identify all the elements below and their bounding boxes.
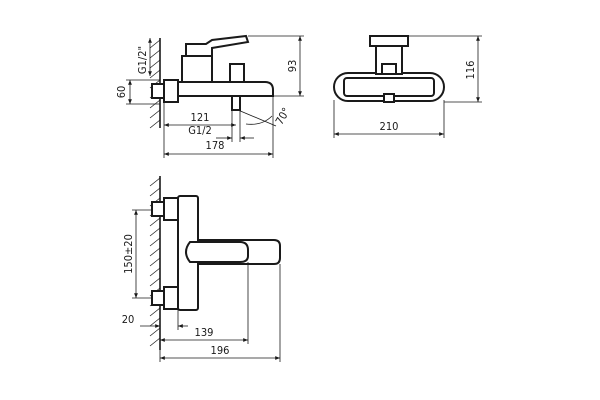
dim-label-60: 60 <box>115 86 128 99</box>
eccentric-nut <box>151 83 165 99</box>
outlet <box>231 95 241 111</box>
dim-label-150: 150±20 <box>122 234 135 274</box>
dim-label-g12-quote: G1/2" <box>136 46 149 74</box>
dim-label-178: 178 <box>206 139 225 152</box>
lever-handle <box>185 34 250 57</box>
lower-escutcheon <box>163 286 179 310</box>
angle-line <box>237 109 277 127</box>
upper-escutcheon <box>163 197 179 221</box>
dim-label-g12: G1/2 <box>188 124 212 137</box>
diverter-knob <box>229 63 245 83</box>
angle-arc <box>245 115 273 125</box>
front-diverter <box>381 63 397 75</box>
bottom-view: 150±20 20 139 196 <box>122 176 281 362</box>
dim-label-139: 139 <box>195 326 214 339</box>
top-right-view: 116 210 <box>333 35 482 138</box>
top-left-view: G1/2" 60 93 121 G1/2 178 70° <box>115 34 304 158</box>
dim-label-210: 210 <box>380 120 399 133</box>
dim-label-121: 121 <box>191 111 210 124</box>
mixer-body <box>177 81 274 97</box>
front-outlet <box>383 93 395 103</box>
lower-nut <box>151 290 165 306</box>
plan-lever <box>185 241 249 263</box>
dim-label-116: 116 <box>464 61 477 80</box>
upper-nut <box>151 201 165 217</box>
dim-label-20: 20 <box>122 313 135 326</box>
dim-label-angle: 70° <box>273 105 293 127</box>
cartridge-housing <box>181 55 213 83</box>
escutcheon <box>163 79 179 103</box>
dim-label-196: 196 <box>211 344 230 357</box>
front-lever <box>369 35 409 47</box>
dim-label-93: 93 <box>286 60 299 73</box>
